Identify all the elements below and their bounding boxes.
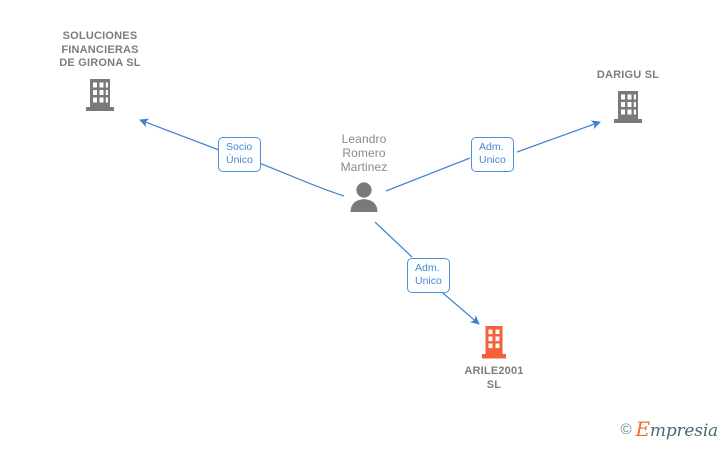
person-icon bbox=[350, 182, 378, 212]
edge-label-socio-unico[interactable]: Socio Único bbox=[218, 137, 261, 172]
node-label-darigu: DARIGU SL bbox=[596, 69, 660, 81]
brand-rest: mpresia bbox=[649, 421, 718, 441]
node-arile2001-sl[interactable]: ARILE2001 SL bbox=[434, 325, 554, 392]
edge-person-to-arile-head bbox=[436, 287, 480, 325]
node-label-soluciones: SOLUCIONES FINANCIERAS DE GIRONA SL bbox=[59, 30, 141, 69]
brand-initial: E bbox=[635, 417, 651, 441]
building-icon bbox=[614, 90, 642, 123]
edge-label-adm-unico-darigu[interactable]: Adm. Unico bbox=[471, 137, 514, 172]
empresia-watermark: © Empresia bbox=[620, 419, 718, 440]
edge-person-to-soluciones-head bbox=[139, 118, 220, 151]
edge-person-to-darigu-head bbox=[516, 120, 601, 153]
edge-person-to-darigu bbox=[385, 157, 471, 192]
edge-label-adm-unico-arile[interactable]: Adm. Unico bbox=[407, 258, 450, 293]
building-icon bbox=[86, 78, 114, 111]
person-name-label: Leandro Romero Martinez bbox=[340, 132, 388, 174]
empresia-logo: Empresia bbox=[636, 419, 719, 440]
node-person-leandro-romero-martinez[interactable]: Leandro Romero Martinez bbox=[304, 132, 424, 213]
node-darigu-sl[interactable]: DARIGU SL bbox=[563, 69, 693, 125]
node-soluciones-financieras-de-girona-sl[interactable]: SOLUCIONES FINANCIERAS DE GIRONA SL bbox=[20, 30, 180, 113]
building-icon bbox=[482, 326, 506, 359]
copyright-icon: © bbox=[620, 421, 632, 438]
node-label-arile2001: ARILE2001 SL bbox=[464, 365, 524, 391]
edge-person-to-arile bbox=[374, 221, 413, 258]
